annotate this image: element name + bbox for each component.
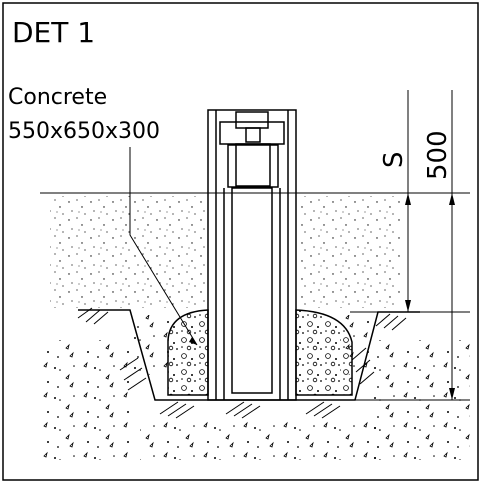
concrete-footing-left [167,309,209,396]
gravel-pit-left [130,315,170,375]
topsoil-left [50,196,205,308]
dim-arrow-bottom-s [405,300,411,312]
dim-arrow-top-s [405,193,411,205]
post [207,109,297,401]
dimension-symbol: S [379,151,409,168]
drawing-border [2,2,479,481]
concrete-footing-right [295,309,353,396]
gravel-left [40,340,130,460]
gravel-bottom [140,420,380,460]
dim-arrow-bottom-total [449,388,455,400]
dim-arrow-top-total [449,193,455,205]
detail-title: DET 1 [12,16,95,49]
material-label: Concrete [8,85,107,110]
topsoil-right [300,196,400,308]
material-size-label: 550x650x300 [8,119,160,144]
dimension-value: 500 [423,130,453,180]
